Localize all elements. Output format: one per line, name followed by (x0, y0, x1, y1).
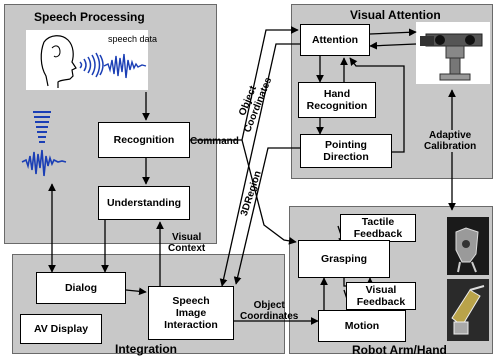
arrow-command-to-attention (190, 26, 299, 141)
arrow-pointing-to-attention (349, 57, 405, 153)
recognition-box: Recognition (98, 122, 190, 158)
stereo-camera-head-icon (416, 22, 490, 84)
human-head-speaking-icon (26, 30, 148, 90)
av-display-box: AV Display (20, 314, 102, 344)
arrow-command-to-grasping (241, 139, 297, 245)
visual-feedback-box: Visual Feedback (346, 282, 416, 310)
robot-hand-icon (447, 217, 489, 275)
tactile-feedback-box: Tactile Feedback (340, 214, 416, 242)
speech-signal-bars-icon (33, 111, 51, 143)
speech-processing-title: Speech Processing (34, 10, 145, 24)
speech-image-interaction-box: Speech Image Interaction (148, 286, 234, 340)
object-coordinates-bottom-label: Object Coordinates (240, 300, 299, 322)
pointing-direction-box: Pointing Direction (300, 134, 392, 168)
command-label: Command (190, 136, 239, 147)
visual-context-label: Visual Context (168, 232, 206, 254)
motion-box: Motion (318, 310, 406, 342)
adaptive-calibration-label: Adaptive Calibration (424, 130, 477, 152)
robot-arm-icon (447, 279, 489, 341)
hand-recognition-box: Hand Recognition (298, 82, 376, 118)
arrow-attention-to-sii (219, 43, 300, 287)
arrow-dialog-to-sii (125, 287, 147, 296)
arrow-camera-to-attention (369, 41, 417, 50)
attention-box: Attention (300, 24, 370, 56)
grasping-box: Grasping (298, 240, 390, 278)
integration-title: Integration (115, 342, 177, 356)
understanding-box: Understanding (98, 186, 190, 220)
arrow-attention-to-camera (369, 28, 417, 37)
visual-attention-title: Visual Attention (350, 8, 441, 22)
robot-arm-hand-title: Robot Arm/Hand (352, 343, 447, 357)
speech-data-label: speech data (108, 34, 158, 44)
speech-waveform-icon (21, 149, 67, 177)
dialog-box: Dialog (36, 272, 126, 304)
arrow-pointing-to-sii (233, 147, 300, 285)
